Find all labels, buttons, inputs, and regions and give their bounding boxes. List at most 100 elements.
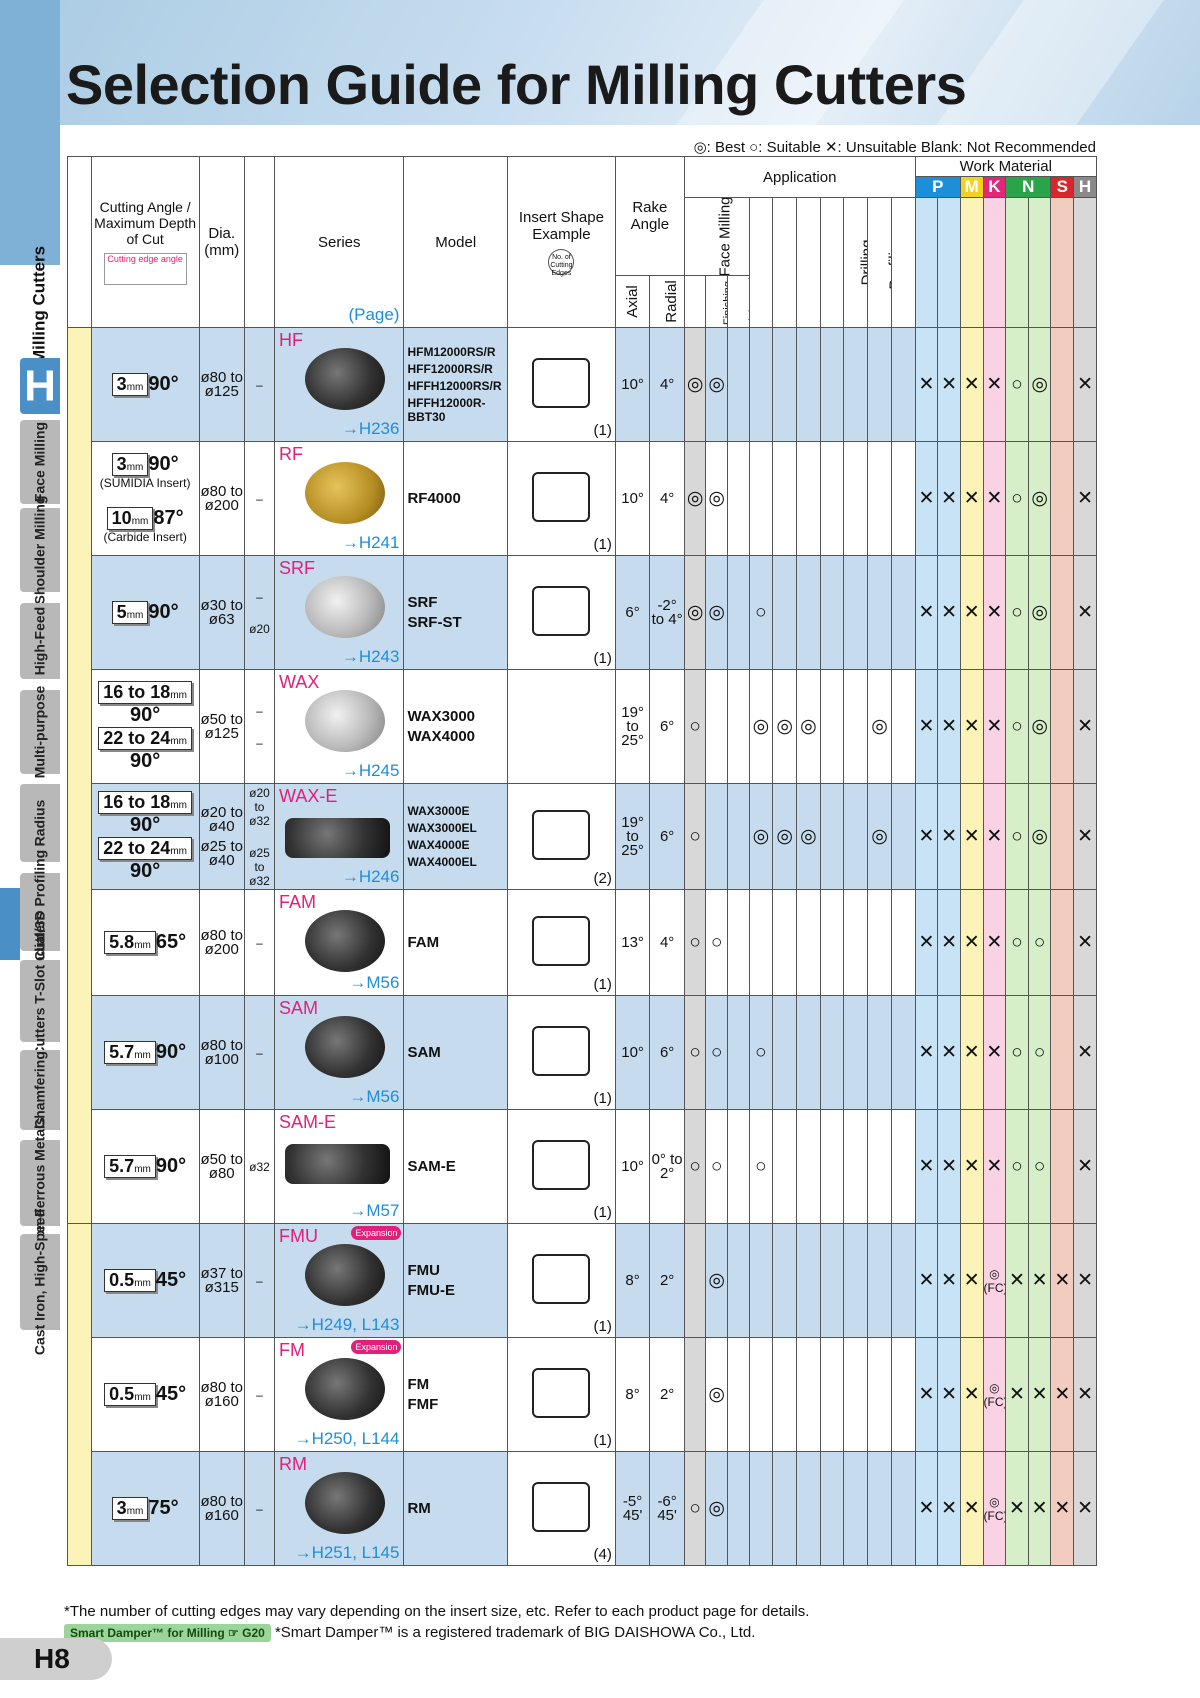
smart-damper-link[interactable]: Smart Damper™ for Milling ☞ G20	[64, 1624, 271, 1642]
series-name: FM	[279, 1340, 306, 1360]
application-rating	[890, 1109, 916, 1224]
angle-value: 45°	[155, 1383, 187, 1405]
cutting-edge-count: (1)	[593, 1318, 612, 1335]
application-rating	[819, 441, 845, 556]
series-page-link[interactable]: →M57	[349, 1201, 400, 1220]
material-rating: ✕	[914, 783, 939, 890]
material-rating: ✕	[914, 669, 939, 784]
material-rating: ✕	[959, 783, 984, 890]
angle-value: 90°	[130, 813, 161, 836]
axial-rake: 10°	[614, 441, 651, 556]
side-tab-radial-3d-profiling[interactable]: Radial/3D Profiling	[20, 850, 60, 974]
material-rating: ✕	[914, 441, 939, 556]
depth-badge: 5.7mm	[104, 1041, 156, 1064]
cutter-image	[305, 462, 386, 524]
shank-cell: –	[243, 1337, 276, 1452]
series-cell: RM→H251, L145	[274, 1451, 405, 1566]
angle-value: 90°	[148, 453, 179, 475]
side-tab-chamfering[interactable]: Chamfering	[20, 1050, 60, 1130]
side-tab-side-cutters-t-slot-cutters[interactable]: Side Cutters T-Slot Cutters	[20, 912, 60, 1090]
model-name: SRF	[407, 594, 438, 611]
series-page-link[interactable]: →H250, L144	[294, 1429, 400, 1448]
application-rating	[705, 783, 728, 890]
dia-cell: ø80 to ø160	[198, 1451, 245, 1566]
material-rating: ✕	[959, 669, 984, 784]
cutter-image	[285, 1144, 391, 1184]
application-rating	[683, 1337, 707, 1452]
application-rating: ○	[683, 889, 707, 996]
cutting-edge-count: (1)	[593, 650, 612, 667]
depth-unit: mm	[134, 940, 151, 951]
side-tab-h[interactable]: H	[20, 358, 60, 414]
insert-cell: (1)	[507, 441, 616, 556]
series-cell: FAM→M56	[274, 889, 405, 996]
series-page-link[interactable]: →H241	[341, 533, 400, 552]
material-rating: ✕	[1073, 327, 1097, 442]
cutting-edge-count: (1)	[593, 1090, 612, 1107]
series-page-link[interactable]: →H245	[341, 761, 400, 780]
material-rating: ◎	[1027, 327, 1052, 442]
application-rating	[796, 1223, 821, 1338]
cutting-edge-angle-label: Cutting edge angle	[103, 253, 187, 285]
material-rating: ◎ (FC)	[982, 1223, 1007, 1338]
material-rating: ✕	[959, 1223, 984, 1338]
depth-badge: 22 to 24mm	[98, 726, 192, 750]
model-cell: FAM	[403, 889, 508, 996]
material-rating: ✕	[937, 1451, 961, 1566]
side-tab-multi-purpose[interactable]: Multi-purpose	[20, 686, 60, 778]
application-rating: ◎	[748, 783, 774, 890]
side-tab-non-ferrous-metals[interactable]: Non-Ferrous Metals	[20, 1117, 60, 1249]
series-page-link[interactable]: →H249, L143	[294, 1315, 400, 1334]
face-milling-label: Face Milling	[716, 197, 734, 276]
model-name: FMU	[407, 1262, 440, 1279]
application-rating: ○	[705, 889, 728, 996]
dia-header: Dia. (mm)	[198, 156, 245, 328]
series-page-link[interactable]: →M56	[349, 1087, 400, 1106]
dia-cell: ø80 to ø200	[198, 441, 245, 556]
angle-value: 87°	[153, 507, 184, 529]
series-page-link[interactable]: →M56	[349, 973, 400, 992]
side-tab-cast-iron-high-speed[interactable]: Cast Iron, High-Speed	[20, 1209, 60, 1355]
side-tab-high-feed[interactable]: High-Feed	[20, 603, 60, 679]
series-page-link[interactable]: →H246	[341, 867, 400, 886]
application-rating: ◎	[748, 669, 774, 784]
material-col-header: 45 to 55 HRC Hardened Steel	[1073, 197, 1097, 328]
application-group-label: Non-Ferrous Metals	[67, 327, 92, 1224]
material-rating	[1050, 1109, 1075, 1224]
series-name: WAX	[279, 672, 320, 692]
series-page-link[interactable]: →H251, L145	[294, 1543, 400, 1562]
application-rating	[867, 441, 892, 556]
application-rating	[796, 555, 821, 670]
application-rating	[819, 555, 845, 670]
insert-shape-icon	[532, 585, 591, 636]
model-name: WAX3000E	[407, 804, 470, 818]
material-rating: ✕	[1073, 783, 1097, 890]
series-page-link[interactable]: →H236	[341, 419, 400, 438]
application-rating	[890, 1337, 916, 1452]
dia-value: ø30 to ø63	[200, 596, 243, 628]
model-cell: RM	[403, 1451, 508, 1566]
material-rating: ✕	[1050, 1337, 1075, 1452]
material-rating: ✕	[1027, 1451, 1052, 1566]
material-rating: ○	[1005, 555, 1029, 670]
shank-value: ø25 to ø32	[249, 845, 270, 888]
application-rating	[819, 1337, 845, 1452]
application-rating	[843, 555, 869, 670]
model-name: HFF12000RS/R	[407, 362, 493, 376]
side-tab-radius[interactable]: Radius	[20, 784, 60, 862]
side-tab-shoulder-milling[interactable]: Shoulder Milling	[20, 496, 60, 604]
series-name: SRF	[279, 558, 316, 578]
series-page-link[interactable]: →H243	[341, 647, 400, 666]
side-tab-face-milling[interactable]: Face Milling	[20, 420, 60, 504]
material-rating	[1050, 327, 1075, 442]
app-col-label: High-Feed	[748, 277, 749, 326]
model-header: Model	[403, 156, 508, 328]
material-rating: ✕	[914, 1451, 939, 1566]
material-rating	[1050, 889, 1075, 996]
axial-rake: 10°	[614, 1109, 651, 1224]
